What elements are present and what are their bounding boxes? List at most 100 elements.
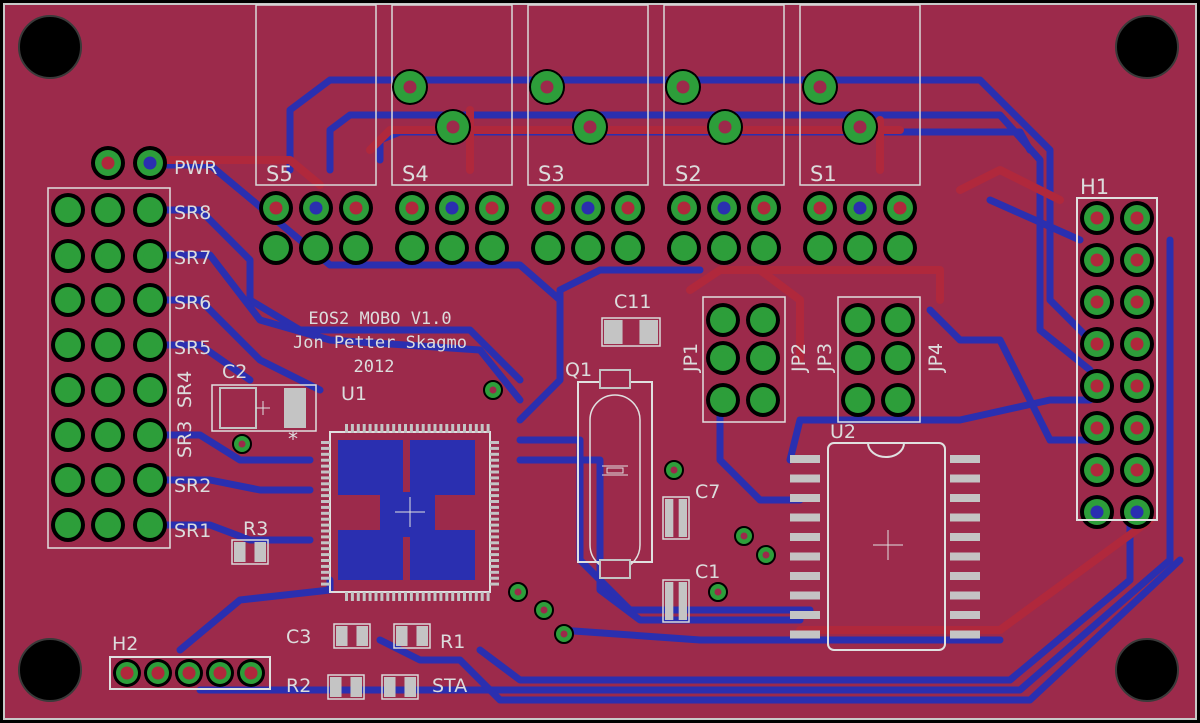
pad xyxy=(883,231,917,265)
smd-passives xyxy=(231,317,690,700)
pad xyxy=(91,418,125,452)
label-jp2: JP2 xyxy=(788,343,810,373)
pad xyxy=(259,231,293,265)
pad xyxy=(841,303,875,337)
pad xyxy=(1120,285,1154,319)
label-sr7: SR7 xyxy=(174,247,211,269)
pad xyxy=(175,659,203,687)
pad xyxy=(531,191,565,225)
label-pwr: PWR xyxy=(174,157,217,179)
label-s3: S3 xyxy=(538,162,565,186)
pad xyxy=(707,191,741,225)
pad xyxy=(611,191,645,225)
silk-title-line3: 2012 xyxy=(354,357,395,377)
pad xyxy=(339,191,373,225)
pad xyxy=(706,303,740,337)
label-star: * xyxy=(288,427,298,451)
label-r1: R1 xyxy=(440,631,465,653)
pad xyxy=(133,508,167,542)
pad xyxy=(746,303,780,337)
pad xyxy=(133,418,167,452)
pad xyxy=(747,231,781,265)
pad xyxy=(1080,495,1114,529)
pad xyxy=(435,191,469,225)
pad xyxy=(51,373,85,407)
pad xyxy=(259,191,293,225)
pad xyxy=(1120,369,1154,403)
label-jp4: JP4 xyxy=(925,343,947,373)
pad xyxy=(746,341,780,375)
pad xyxy=(667,191,701,225)
silk-title-line1: EOS2 MOBO V1.0 xyxy=(308,309,451,329)
pad xyxy=(531,231,565,265)
pad xyxy=(91,146,125,180)
pad xyxy=(395,231,429,265)
pad xyxy=(51,328,85,362)
pad xyxy=(51,463,85,497)
smd-part xyxy=(662,496,690,540)
pad xyxy=(611,231,645,265)
pad xyxy=(571,231,605,265)
silk-title-line2: Jon Petter Skagmo xyxy=(293,333,467,353)
pad xyxy=(667,231,701,265)
label-h1: H1 xyxy=(1080,175,1109,199)
pad xyxy=(133,373,167,407)
pad xyxy=(1120,495,1154,529)
smd-part xyxy=(327,674,365,700)
smd-part xyxy=(662,579,690,623)
pad xyxy=(91,328,125,362)
label-r3: R3 xyxy=(243,518,268,540)
pad xyxy=(803,191,837,225)
label-s2: S2 xyxy=(675,162,702,186)
pad xyxy=(395,191,429,225)
label-sr3: SR3 xyxy=(174,421,196,458)
pad xyxy=(803,231,837,265)
label-sr5: SR5 xyxy=(174,337,211,359)
c2-capacitor xyxy=(211,384,317,432)
label-q1: Q1 xyxy=(565,359,592,381)
pad xyxy=(144,659,172,687)
mounting-holes xyxy=(18,15,1179,702)
pad xyxy=(1080,369,1114,403)
u2-chip xyxy=(790,442,980,651)
mount-hole-bl xyxy=(18,638,82,702)
pad xyxy=(707,109,743,145)
mount-hole-br xyxy=(1115,638,1179,702)
pad xyxy=(435,109,471,145)
board-outline xyxy=(3,3,1197,720)
bottom-traces xyxy=(146,76,1184,704)
q1-crystal xyxy=(577,369,653,579)
label-r2: R2 xyxy=(286,675,311,697)
jp-right-outline xyxy=(837,296,921,423)
h2-outline xyxy=(109,656,271,690)
pad xyxy=(91,373,125,407)
pad xyxy=(841,383,875,417)
label-h2: H2 xyxy=(112,633,138,655)
label-jp1: JP1 xyxy=(680,343,702,373)
pad xyxy=(133,463,167,497)
pad xyxy=(746,383,780,417)
pad xyxy=(1080,327,1114,361)
label-sr8: SR8 xyxy=(174,202,211,224)
pad xyxy=(206,659,234,687)
pad xyxy=(51,283,85,317)
pad xyxy=(571,191,605,225)
label-c11: C11 xyxy=(614,291,651,313)
pad xyxy=(133,239,167,273)
smd-part xyxy=(393,623,431,649)
switch-outlines xyxy=(255,4,921,186)
pad xyxy=(91,193,125,227)
pad xyxy=(1120,201,1154,235)
through-hole-pads xyxy=(51,69,1154,687)
label-c1: C1 xyxy=(695,561,720,583)
label-sr6: SR6 xyxy=(174,292,211,314)
pad xyxy=(91,239,125,273)
label-c3: C3 xyxy=(286,626,311,648)
pad xyxy=(51,193,85,227)
pad xyxy=(237,659,265,687)
smd-part xyxy=(601,317,661,347)
vias xyxy=(232,380,776,644)
pad xyxy=(113,659,141,687)
pad xyxy=(133,146,167,180)
smd-part xyxy=(333,623,371,649)
